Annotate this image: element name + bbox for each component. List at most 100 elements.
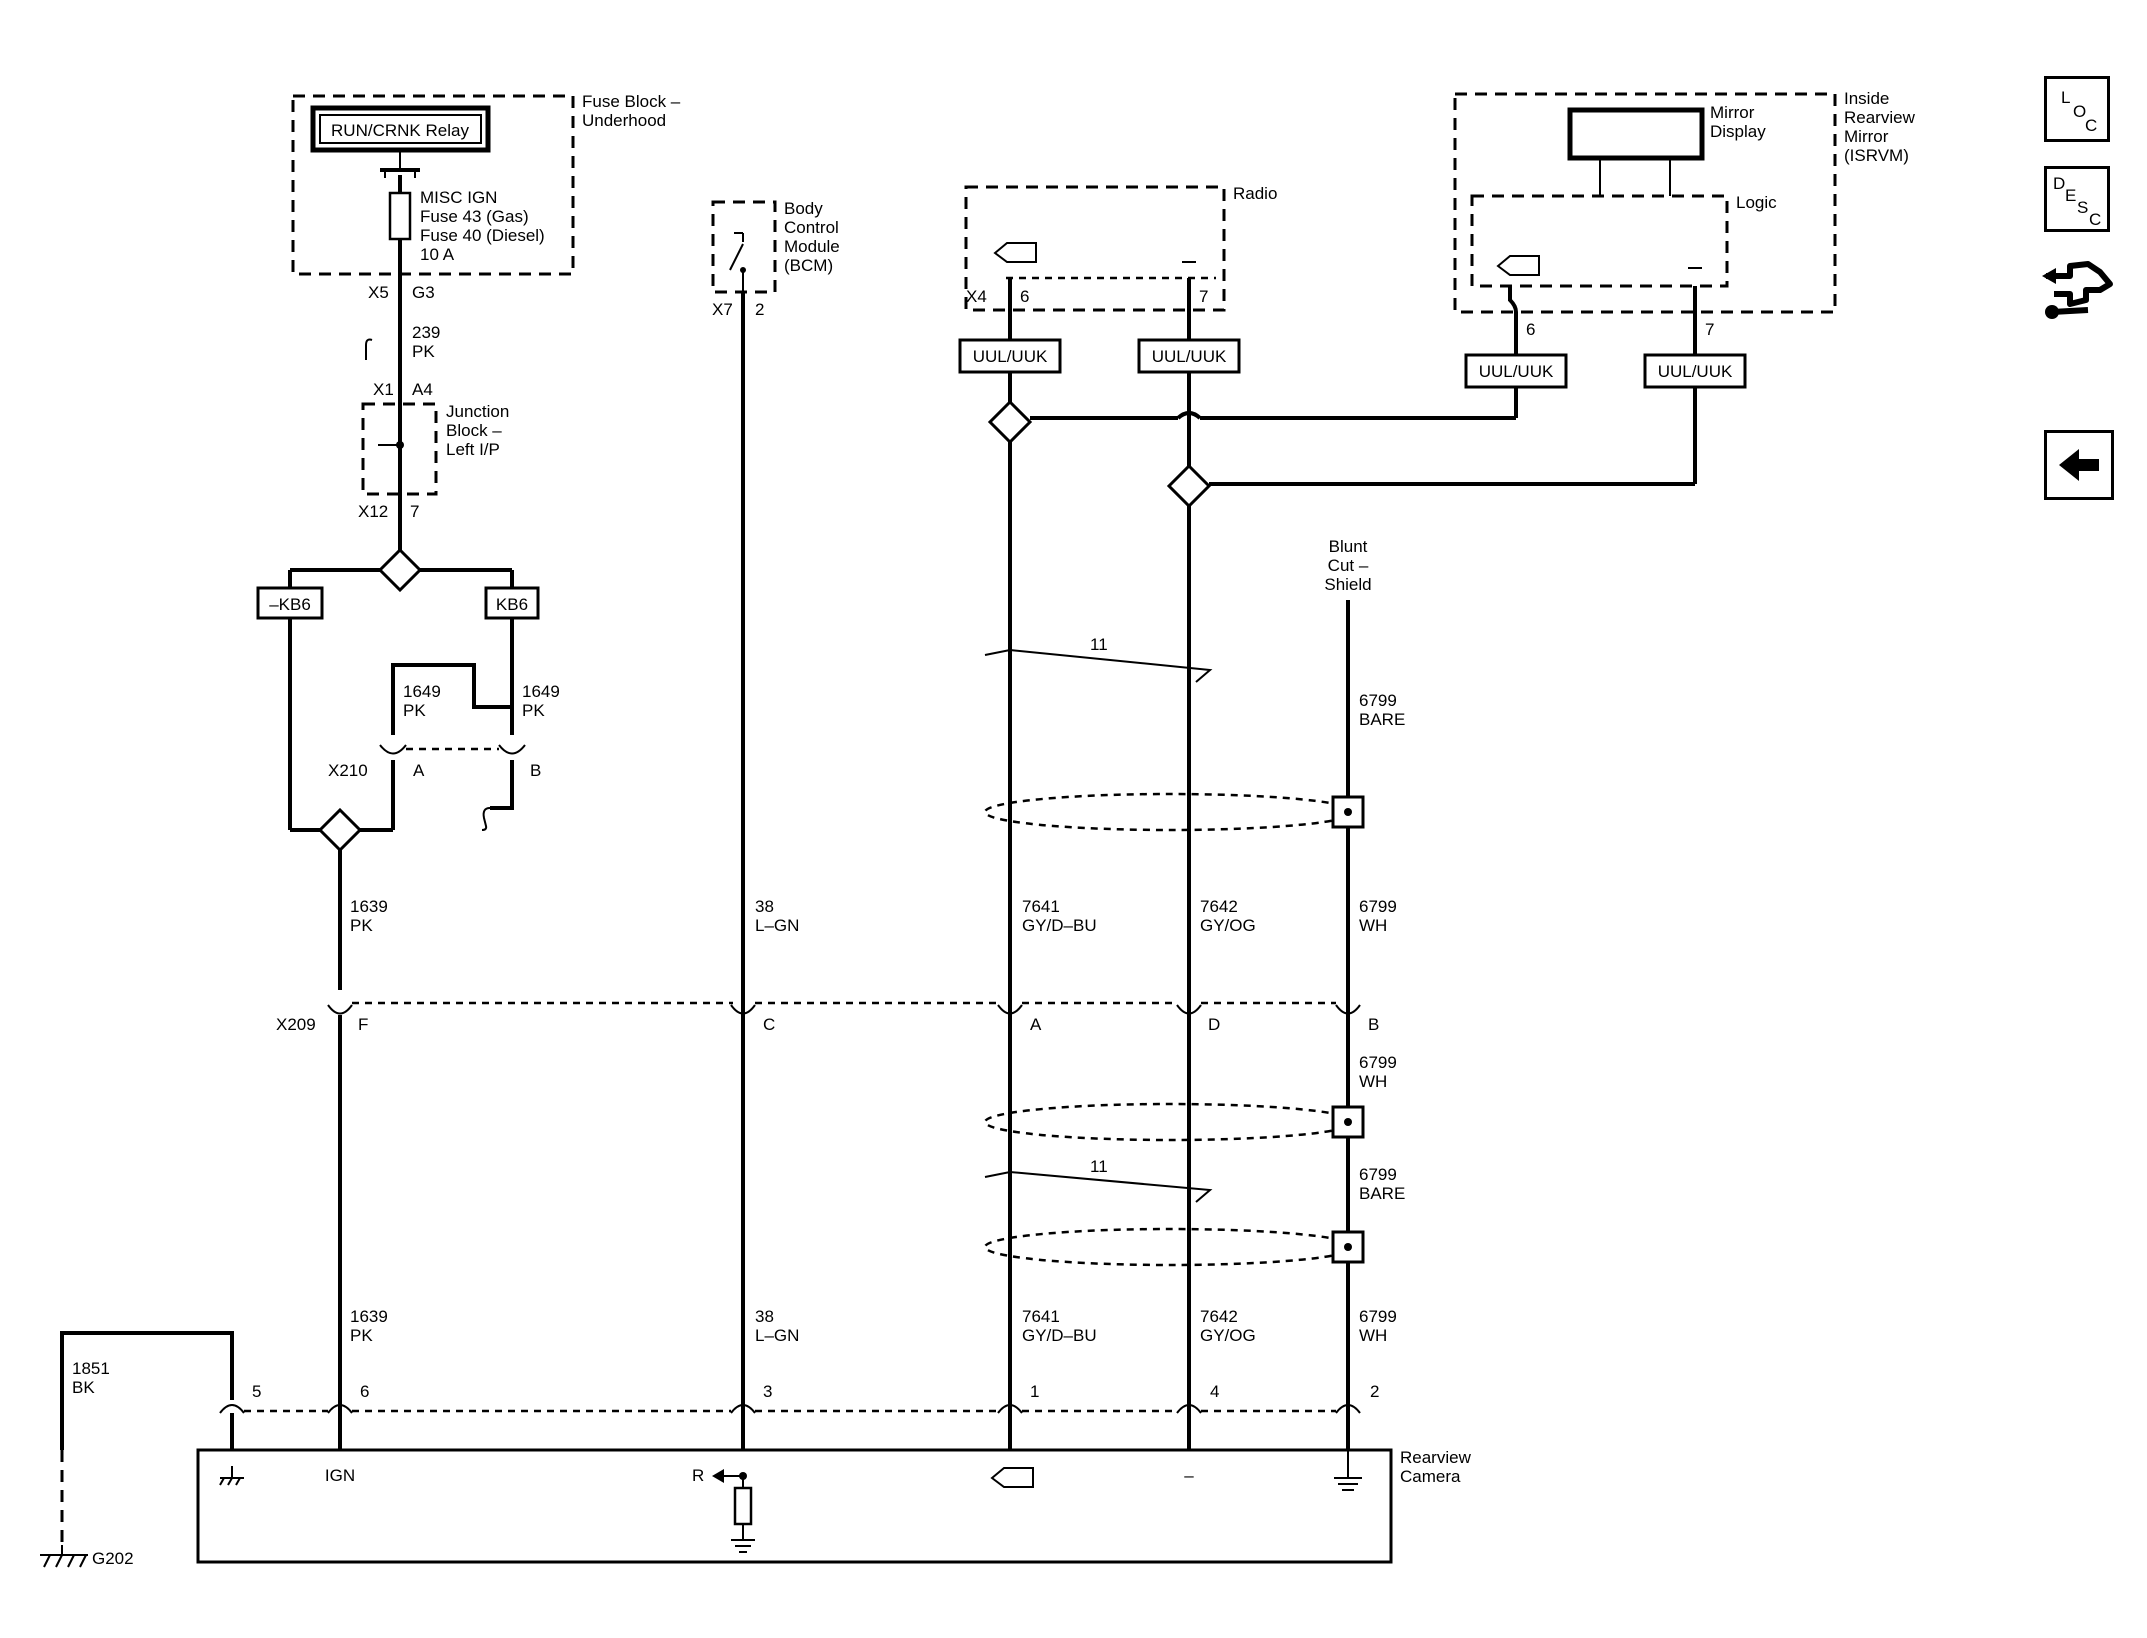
mirror-pin-6: 6: [1526, 320, 1535, 339]
wire-1649b-color: PK: [522, 701, 545, 720]
wire-1649a-number: 1649: [403, 682, 441, 701]
x209-pin-d: D: [1208, 1015, 1220, 1034]
fuse-label-1: MISC IGN: [420, 188, 497, 207]
option-kb6-label: KB6: [496, 595, 528, 614]
option-uul-uuk-1: UUL/UUK: [973, 347, 1048, 366]
run-crnk-relay-label: RUN/CRNK Relay: [331, 121, 469, 140]
connector-x1: X1: [373, 380, 394, 399]
camera-terminal-r: R: [692, 1466, 704, 1485]
connector-x7: X7: [712, 300, 733, 319]
isrvm-label-1: Inside: [1844, 89, 1889, 108]
wire-1649a-color: PK: [403, 701, 426, 720]
camera-pin-4: 4: [1210, 1382, 1219, 1401]
bcm-label-3: Module: [784, 237, 840, 256]
connector-x210-label: X210: [328, 761, 368, 780]
back-button[interactable]: [2044, 430, 2114, 500]
x210-pin-a: A: [413, 761, 425, 780]
desc-button[interactable]: D E S C: [2044, 166, 2110, 232]
radio-pin-6: 6: [1020, 287, 1029, 306]
loc-button[interactable]: L O C: [2044, 76, 2110, 142]
blunt-cut-label-2: Cut –: [1328, 556, 1369, 575]
wire-38-color-upper: L–GN: [755, 916, 799, 935]
blunt-cut-label-1: Blunt: [1329, 537, 1368, 556]
wire-7641-number-upper: 7641: [1022, 897, 1060, 916]
option-uul-uuk-3: UUL/UUK: [1479, 362, 1554, 381]
fuse-label-3: Fuse 40 (Diesel): [420, 226, 545, 245]
connector-x209: X209 F C A D B: [276, 1001, 1379, 1034]
wire-38-number-lower: 38: [755, 1307, 774, 1326]
option-uul-uuk-2: UUL/UUK: [1152, 347, 1227, 366]
wire-239-color: PK: [412, 342, 435, 361]
wire-7641-color-lower: GY/D–BU: [1022, 1326, 1097, 1345]
misc-ign-fuse-icon: [388, 191, 412, 241]
wire-239-number: 239: [412, 323, 440, 342]
inside-rearview-mirror: Inside Rearview Mirror (ISRVM) Mirror Di…: [1453, 89, 1916, 339]
wire-7641-color-upper: GY/D–BU: [1022, 916, 1097, 935]
option-uul-uuk-radio-7: [1137, 338, 1241, 374]
mirror-display-label-1: Mirror: [1710, 103, 1755, 122]
isrvm-label-4: (ISRVM): [1844, 146, 1909, 165]
connector-tool-icon: [2042, 261, 2113, 319]
resistor-icon: [733, 1486, 753, 1526]
wire-1851-color: BK: [72, 1378, 95, 1397]
signal-ground-icon: [1334, 1450, 1362, 1491]
connector-x210: X210 A B: [328, 744, 541, 780]
camera-pin-2: 2: [1370, 1382, 1379, 1401]
camera-signal-icon: [990, 1467, 1034, 1488]
logic-label: Logic: [1736, 193, 1777, 212]
chassis-ground-icon: [219, 1466, 244, 1486]
wire-1639-color-lower: PK: [350, 1326, 373, 1345]
wire-6799-wh-number-mid: 6799: [1359, 1053, 1397, 1072]
camera-pin-1: 1: [1030, 1382, 1039, 1401]
fuse-label-2: Fuse 43 (Gas): [420, 207, 529, 226]
mirror-display-label-2: Display: [1710, 122, 1766, 141]
wire-6799-wh-number-lower: 6799: [1359, 1307, 1397, 1326]
desc-letter-e: E: [2065, 186, 2076, 205]
connector-x5: X5: [368, 283, 389, 302]
pin-g3: G3: [412, 283, 435, 302]
wire-7642-color-lower: GY/OG: [1200, 1326, 1256, 1345]
wire-6799-wh-label-lower: WH: [1359, 1326, 1387, 1345]
mirror-display-box: [1567, 107, 1705, 161]
x209-pin-b: B: [1368, 1015, 1379, 1034]
wire-6799-bare-number-upper: 6799: [1359, 691, 1397, 710]
wire-6799-wh-label-mid: WH: [1359, 1072, 1387, 1091]
desc-letter-c: C: [2089, 210, 2101, 229]
rearview-camera-label-1: Rearview: [1400, 1448, 1472, 1467]
x210-pin-b: B: [530, 761, 541, 780]
wire-1639-number-lower: 1639: [350, 1307, 388, 1326]
rearview-camera-connector: 5 6 3 1 4 2: [219, 1382, 1379, 1414]
wire-1851-number: 1851: [72, 1359, 110, 1378]
camera-pin-5: 5: [252, 1382, 261, 1401]
junction-block-left-ip: X1 A4 Junction Block – Left I/P X12 7: [358, 380, 509, 521]
rearview-camera-label-2: Camera: [1400, 1467, 1461, 1486]
wire-1649b-number: 1649: [522, 682, 560, 701]
option-minus-kb6: [256, 586, 324, 620]
bcm-pin-2: 2: [755, 300, 764, 319]
desc-letter-d: D: [2053, 174, 2065, 193]
wire-38-number-upper: 38: [755, 897, 774, 916]
wire-7642-number-upper: 7642: [1200, 897, 1238, 916]
connector-tool-icon-button[interactable]: [2040, 250, 2116, 326]
fuse-label-4: 10 A: [420, 245, 455, 264]
camera-terminal-ign: IGN: [325, 1466, 355, 1485]
pin-a4: A4: [412, 380, 433, 399]
r-arrow-icon: [712, 1469, 724, 1483]
loc-letter-c: C: [2085, 116, 2097, 135]
connector-x209-label: X209: [276, 1015, 316, 1034]
connector-x4: X4: [966, 287, 987, 306]
wire-7641-number-lower: 7641: [1022, 1307, 1060, 1326]
mirror-pin-7: 7: [1705, 320, 1714, 339]
bcm-label-2: Control: [784, 218, 839, 237]
x209-pin-f: F: [358, 1015, 368, 1034]
fuse-block-underhood: Fuse Block – Underhood RUN/CRNK Relay MI…: [291, 92, 681, 276]
twisted-pair-label-upper: 11: [1090, 635, 1108, 654]
isrvm-label-2: Rearview: [1844, 108, 1916, 127]
wire-1639-color-upper: PK: [350, 916, 373, 935]
wire-7642-color-upper: GY/OG: [1200, 916, 1256, 935]
body-control-module: Body Control Module (BCM) X7 2: [711, 199, 840, 319]
junction-label-3: Left I/P: [446, 440, 500, 459]
wire-6799-bare-label-upper: BARE: [1359, 710, 1405, 729]
wire-1639-number-upper: 1639: [350, 897, 388, 916]
